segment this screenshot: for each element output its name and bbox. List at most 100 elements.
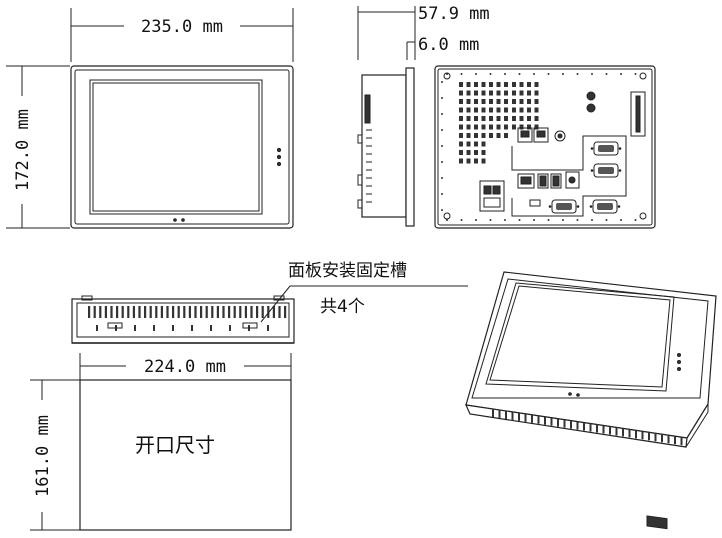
vent-slot [489, 90, 493, 96]
vent-slot [496, 107, 501, 113]
vent-slot [474, 116, 478, 121]
vent-slot [481, 150, 486, 155]
front-width-label: 235.0 mm [141, 17, 223, 37]
front-view: 235.0 mm 172.0 mm [6, 8, 294, 229]
vent-slot [489, 124, 493, 130]
mount-slot-label: 面板安装固定槽 [288, 261, 407, 281]
vent-slot [466, 99, 471, 104]
vent-slot [474, 107, 478, 113]
vent-slot [512, 116, 516, 121]
vent-slot [527, 99, 531, 104]
side-depth-label: 57.9 mm [418, 4, 490, 24]
vent-slot [459, 116, 463, 121]
vent-slot [466, 158, 471, 164]
front-height-label: 172.0 mm [13, 109, 33, 191]
vent-slot [466, 124, 471, 130]
cutout-height-label: 161.0 mm [33, 415, 53, 497]
vent-slot [474, 82, 478, 87]
vent-slot [481, 99, 486, 104]
vent-slot [481, 116, 486, 121]
vent-slot [512, 99, 516, 104]
vent-slot [481, 90, 486, 96]
perspective-screen [489, 285, 671, 388]
ethernet-port [517, 127, 533, 143]
vent-slot [519, 99, 524, 104]
vent-slot [504, 124, 508, 130]
vent-slot [474, 133, 478, 138]
vent-slot [459, 150, 463, 155]
front-bezel [70, 65, 294, 229]
back-view [434, 65, 656, 229]
front-screen [89, 79, 263, 215]
indicator-led [276, 147, 282, 153]
vent-slot [519, 124, 524, 130]
vent-slot [481, 133, 486, 138]
serial-port [590, 141, 622, 156]
vent-slot [459, 82, 463, 87]
vent-slot [534, 124, 539, 130]
side-panel-label: 6.0 mm [418, 35, 479, 55]
vent-slot [504, 99, 508, 104]
mount-count-label: 共4个 [320, 297, 365, 317]
vent-slot [527, 116, 531, 121]
vent-slot [466, 90, 471, 96]
cutout-label: 开口尺寸 [135, 433, 215, 457]
vent-slot [459, 99, 463, 104]
vent-slot [466, 141, 471, 147]
vent-slot [512, 90, 516, 96]
vent-slot [504, 107, 508, 113]
vent-slot [459, 107, 463, 113]
vent-slot [527, 90, 531, 96]
vent-slot [496, 82, 501, 87]
vent-slot [496, 99, 501, 104]
vent-slot [489, 107, 493, 113]
back-housing [434, 65, 656, 229]
vent-slot [527, 124, 531, 130]
vent-slot [527, 107, 531, 113]
cutout-rectangle [79, 379, 292, 531]
serial-port [548, 199, 580, 214]
power-jack [565, 171, 580, 189]
side-view: 57.9 mm 6.0 mm [357, 4, 490, 227]
vent-slot [512, 124, 516, 130]
vent-slot [466, 107, 471, 113]
perspective-view [465, 271, 717, 530]
vent-slot [489, 99, 493, 104]
ethernet-port [533, 127, 549, 143]
vent-slot [496, 90, 501, 96]
vent-slot [489, 116, 493, 121]
bottom-view: 面板安装固定槽 共4个 [71, 261, 468, 344]
vent-slot [519, 90, 524, 96]
vent-slot [504, 116, 508, 121]
indicator-led [276, 161, 282, 167]
vent-slot [466, 150, 471, 155]
serial-port [589, 199, 621, 214]
vent-slot [466, 116, 471, 121]
vent-slot [481, 158, 486, 164]
indicator-led [276, 154, 282, 160]
vent-slot [534, 82, 539, 87]
vent-slot [504, 82, 508, 87]
vent-slot [489, 133, 493, 138]
vent-slot [489, 82, 493, 87]
vent-slot [496, 124, 501, 130]
vent-slot [466, 133, 471, 138]
vent-slot [474, 158, 478, 164]
vent-slot [474, 90, 478, 96]
vent-slot [474, 99, 478, 104]
vent-slot [512, 82, 516, 87]
usb-port [537, 173, 549, 189]
vent-slot [504, 90, 508, 96]
vent-slot [459, 90, 463, 96]
side-front-panel [405, 67, 415, 227]
vent-slot [481, 82, 486, 87]
vent-slot [474, 150, 478, 155]
vent-slot [474, 141, 478, 147]
audio-jack [554, 130, 566, 142]
vent-slot [504, 133, 508, 138]
vent-slot [459, 124, 463, 130]
power-terminal [479, 180, 505, 212]
vent-slot [496, 116, 501, 121]
vent-slot [481, 141, 486, 147]
